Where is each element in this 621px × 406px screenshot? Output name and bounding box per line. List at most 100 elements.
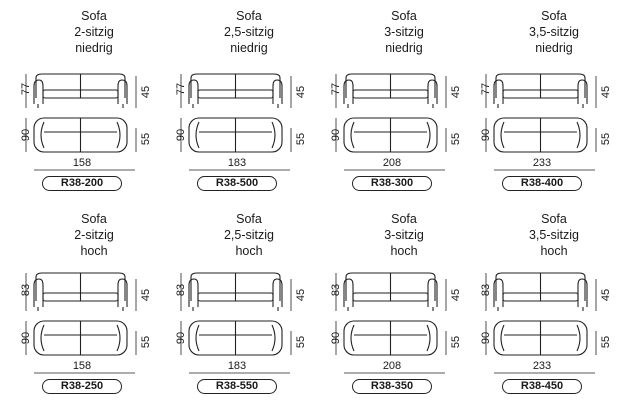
dimension-depth: 90	[20, 331, 32, 345]
model-title-line: hoch	[540, 244, 568, 258]
model-title-line: Sofa	[541, 9, 567, 23]
model-title: Sofa 2-sitzig hoch	[34, 211, 154, 259]
top-view-arm-left	[40, 324, 45, 352]
sofa-drawing	[25, 272, 137, 374]
dimension-width: 233	[532, 360, 552, 372]
dimension-depth: 90	[480, 331, 492, 345]
dimension-seat: 45	[450, 85, 462, 99]
model-title-line: hoch	[390, 244, 418, 258]
model-title-line: hoch	[235, 244, 263, 258]
top-view-arm-left	[350, 324, 355, 352]
model-title-line: 2-sitzig	[74, 25, 114, 39]
model-title-line: Sofa	[236, 212, 262, 226]
sofa-drawing	[335, 73, 447, 171]
top-view-arm-left	[195, 324, 200, 352]
sofa-drawing	[485, 73, 597, 171]
dimension-back: 83	[20, 283, 32, 297]
front-view-arm-right	[577, 79, 588, 104]
dimension-width: 183	[227, 157, 247, 169]
top-view-arm-right	[116, 121, 121, 149]
top-view-arm-left	[500, 324, 505, 352]
sofa-drawing	[180, 272, 292, 374]
dimension-seat: 45	[450, 288, 462, 302]
top-view-arm-right	[426, 121, 431, 149]
model-title-line: Sofa	[541, 212, 567, 226]
top-view-arm-left	[500, 121, 505, 149]
model-title-line: 3,5-sitzig	[528, 25, 580, 39]
dimension-arm: 55	[600, 132, 612, 146]
model-title-line: niedrig	[535, 41, 573, 55]
dimension-arm: 55	[295, 335, 307, 349]
dimension-width: 183	[227, 360, 247, 372]
top-view-arm-right	[576, 324, 581, 352]
dimension-arm: 55	[450, 335, 462, 349]
model-title-line: hoch	[80, 244, 108, 258]
front-view-arm-right	[272, 278, 283, 307]
model-code-badge: R38-450	[502, 379, 582, 394]
dimension-seat: 45	[600, 85, 612, 99]
front-view-arm-left	[188, 79, 199, 104]
model-title: Sofa 3,5-sitzig niedrig	[494, 8, 614, 56]
top-view-arm-right	[576, 121, 581, 149]
model-title-line: Sofa	[81, 212, 107, 226]
model-title: Sofa 3,5-sitzig hoch	[494, 211, 614, 259]
model-title-line: 3,5-sitzig	[528, 228, 580, 242]
model-code-badge: R38-350	[352, 379, 432, 394]
model-code-badge: R38-200	[42, 176, 122, 191]
model-title-line: Sofa	[391, 212, 417, 226]
model-title-line: 3-sitzig	[384, 25, 424, 39]
sofa-drawing	[335, 272, 447, 374]
front-view-arm-right	[577, 278, 588, 307]
dimension-back: 77	[20, 82, 32, 96]
dimension-width: 158	[72, 157, 92, 169]
dimension-width: 233	[532, 157, 552, 169]
dimension-seat: 45	[140, 85, 152, 99]
dimension-width: 208	[382, 157, 402, 169]
sofa-drawing	[25, 73, 137, 171]
dimension-arm: 55	[600, 335, 612, 349]
dimension-seat: 45	[295, 288, 307, 302]
dimension-seat: 45	[295, 85, 307, 99]
dimension-depth: 90	[480, 128, 492, 142]
model-code-badge: R38-500	[197, 176, 277, 191]
top-view-arm-left	[40, 121, 45, 149]
model-code-badge: R38-300	[352, 176, 432, 191]
top-view-arm-right	[116, 324, 121, 352]
front-view-arm-right	[117, 278, 128, 307]
front-view-arm-right	[117, 79, 128, 104]
dimension-depth: 90	[175, 128, 187, 142]
front-view-arm-right	[272, 79, 283, 104]
model-title-line: niedrig	[385, 41, 423, 55]
dimension-back: 83	[175, 283, 187, 297]
top-view-arm-left	[195, 121, 200, 149]
dimension-back: 77	[175, 82, 187, 96]
dimension-seat: 45	[140, 288, 152, 302]
sofa-drawing	[485, 272, 597, 374]
front-view-arm-left	[493, 79, 504, 104]
dimension-back: 77	[330, 82, 342, 96]
front-view-arm-left	[33, 278, 44, 307]
front-view-arm-left	[493, 278, 504, 307]
model-title-line: niedrig	[75, 41, 113, 55]
top-view-arm-right	[426, 324, 431, 352]
dimension-back: 83	[330, 283, 342, 297]
model-title-line: 2-sitzig	[74, 228, 114, 242]
model-code-badge: R38-250	[42, 379, 122, 394]
front-view-arm-left	[188, 278, 199, 307]
dimension-arm: 55	[140, 132, 152, 146]
top-view-arm-left	[350, 121, 355, 149]
sofa-drawing	[180, 73, 292, 171]
dimension-seat: 45	[600, 288, 612, 302]
front-view-arm-left	[343, 278, 354, 307]
